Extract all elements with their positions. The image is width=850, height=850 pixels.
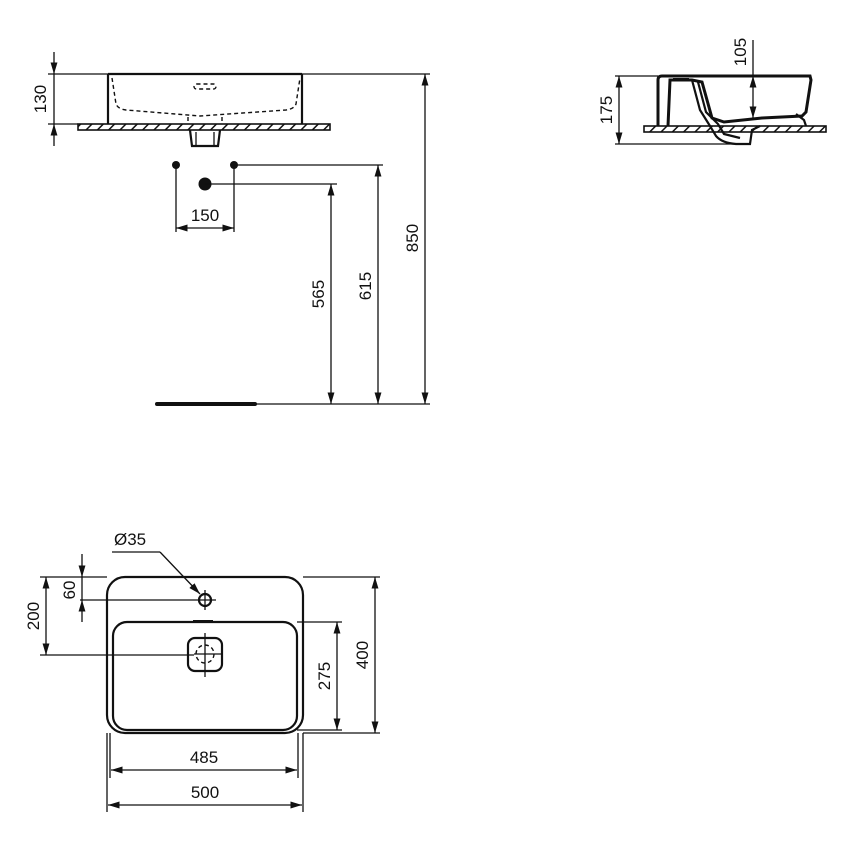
dimension-200: 200 [24,576,194,656]
side-view: 105 175 [597,38,827,146]
dim-label-565: 565 [309,280,328,308]
dimension-850: 850 [403,74,429,404]
dim-label-150: 150 [191,206,219,225]
dim-label-130: 130 [31,85,50,113]
dim-label-dia35: Ø35 [114,530,146,549]
top-view: Ø35 60 200 275 400 [24,530,380,812]
dimension-400: 400 [303,576,380,734]
dimension-485: 485 [109,733,299,778]
countertop-side [643,125,827,133]
dimension-150: 150 [176,206,234,232]
dim-label-105: 105 [731,38,750,66]
dim-label-200: 200 [24,602,43,630]
dim-label-615: 615 [356,272,375,300]
dimension-dia35: Ø35 [112,530,201,595]
countertop-front [77,123,331,131]
dim-label-60: 60 [60,581,79,600]
dim-label-500: 500 [191,783,219,802]
overflow-slot [193,620,213,623]
dimension-105: 105 [731,38,757,118]
basin-front-outline [106,72,304,124]
dimension-615: 615 [356,165,382,404]
dimension-500: 500 [106,733,304,812]
dimension-130: 130 [31,52,108,146]
dim-label-275: 275 [315,662,334,690]
dimension-275: 275 [297,621,342,731]
waste-outlet-front [188,129,222,148]
dimension-60: 60 [60,554,196,622]
dim-label-175: 175 [597,96,616,124]
basin-side-section [656,74,813,146]
dim-label-485: 485 [190,748,218,767]
dim-label-850: 850 [403,224,422,252]
tap-hole [196,590,216,610]
dimension-565: 565 [309,184,335,404]
dimension-175: 175 [597,75,750,145]
front-view: 130 150 565 615 85 [31,52,430,406]
dim-label-400: 400 [353,641,372,669]
